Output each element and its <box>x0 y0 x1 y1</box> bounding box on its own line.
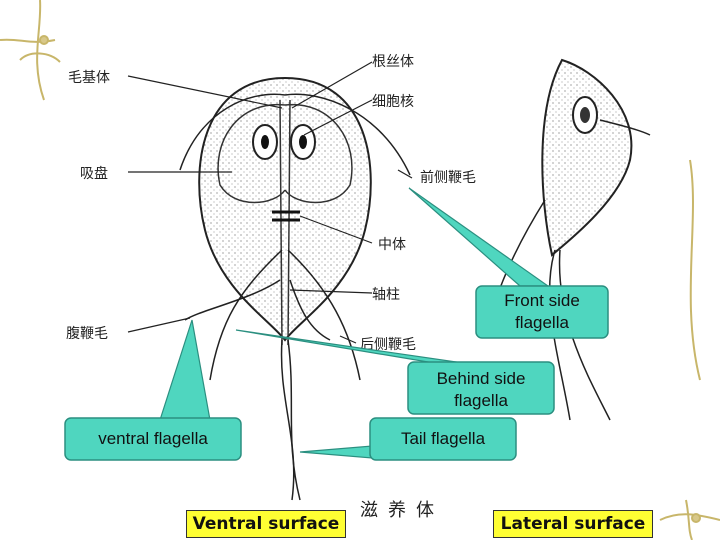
caption-trophozoite: 滋养体 <box>360 500 444 521</box>
lateral-surface-label: Lateral surface <box>493 510 653 538</box>
vine-decoration-right <box>659 159 720 540</box>
callout-boxes <box>64 285 609 461</box>
label-rhizoplast: 根丝体 <box>372 54 414 70</box>
callout-ventral-flagella: ventral flagella <box>98 429 208 448</box>
nucleus-right <box>290 124 316 160</box>
tail-box <box>369 417 517 461</box>
label-ventral-flagella-zh: 腹鞭毛 <box>66 325 108 342</box>
ventral-box <box>64 417 242 461</box>
label-anterior-flagella: 前侧鞭毛 <box>420 169 476 186</box>
label-sucker: 吸盘 <box>80 165 108 182</box>
callout-pointers <box>159 187 550 459</box>
label-nucleus: 细胞核 <box>372 94 414 110</box>
tail-pointer <box>299 445 373 459</box>
vine-decoration-left <box>0 0 61 101</box>
trophozoite-ventral-view <box>179 76 411 501</box>
label-basal-body: 毛基体 <box>68 69 110 86</box>
callout-front-side-flagella: Front side flagella <box>504 291 580 332</box>
ventral-surface-label: Ventral surface <box>186 510 346 538</box>
behind-side-pointer <box>235 329 471 365</box>
callout-tail-flagella: Tail flagella <box>400 429 486 448</box>
label-posterior-flagella: 后侧鞭毛 <box>360 337 416 353</box>
behind-side-box <box>407 361 555 415</box>
label-leader-lines <box>127 61 413 344</box>
front-side-pointer <box>408 187 550 287</box>
label-median-body: 中体 <box>378 237 406 253</box>
front-side-box <box>475 285 609 339</box>
label-axostyle: 轴柱 <box>372 287 400 303</box>
nucleus-left <box>252 124 278 160</box>
ventral-pointer <box>159 319 211 421</box>
median-body <box>272 210 300 222</box>
callout-behind-side-flagella: Behind side flagella <box>436 369 526 410</box>
